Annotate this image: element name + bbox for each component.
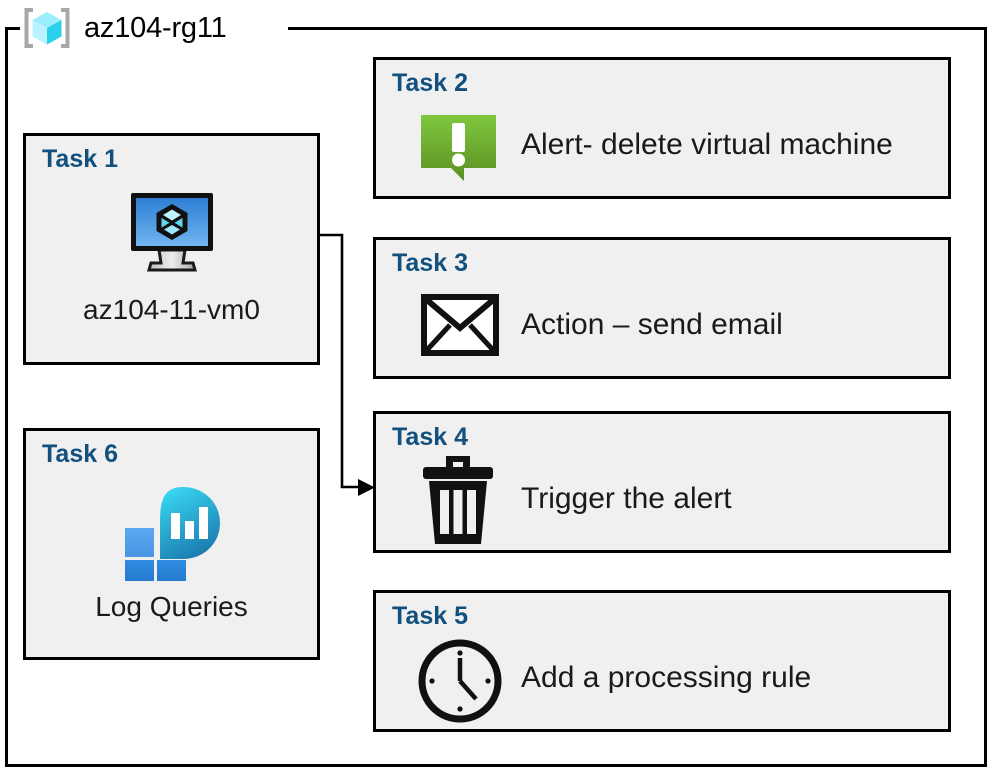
task-card-label: Action – send email (521, 308, 783, 341)
virtual-machine-icon (26, 188, 317, 278)
task-card-task-2[interactable]: Task 2 Alert- delete virtual machine (373, 57, 951, 199)
envelope-icon (421, 294, 499, 356)
resource-group-header: az104-rg11 (20, 4, 227, 52)
task-card-label: Alert- delete virtual machine (521, 128, 893, 161)
task-card-label: Log Queries (95, 591, 248, 622)
task-card-title: Task 5 (392, 602, 468, 630)
log-analytics-icon (26, 483, 317, 583)
azure-resource-group-icon (20, 5, 74, 51)
resource-group-name: az104-rg11 (84, 11, 227, 44)
resource-group-label-gap (20, 18, 288, 38)
task-card-task-6[interactable]: Task 6 (23, 428, 320, 660)
task-card-title: Task 1 (42, 145, 118, 173)
task-card-title: Task 4 (392, 423, 468, 451)
trash-can-icon (420, 452, 496, 548)
task-card-label: Trigger the alert (521, 482, 732, 515)
resource-group-boundary (5, 27, 987, 767)
task-card-label: az104-11-vm0 (83, 294, 260, 325)
task-card-task-4[interactable]: Task 4 Trigger the alert (373, 411, 951, 553)
alert-bubble-icon (418, 112, 502, 184)
task-card-title: Task 3 (392, 249, 468, 277)
task-card-title: Task 2 (392, 69, 468, 97)
task-card-task-5[interactable]: Task 5 Add a processing rule (373, 590, 951, 732)
task-card-label: Add a processing rule (521, 661, 812, 694)
clock-icon (416, 637, 504, 725)
task-card-task-1[interactable]: Task 1 (23, 133, 320, 365)
task-card-task-3[interactable]: Task 3 Action – send email (373, 237, 951, 379)
task-card-title: Task 6 (42, 440, 118, 468)
